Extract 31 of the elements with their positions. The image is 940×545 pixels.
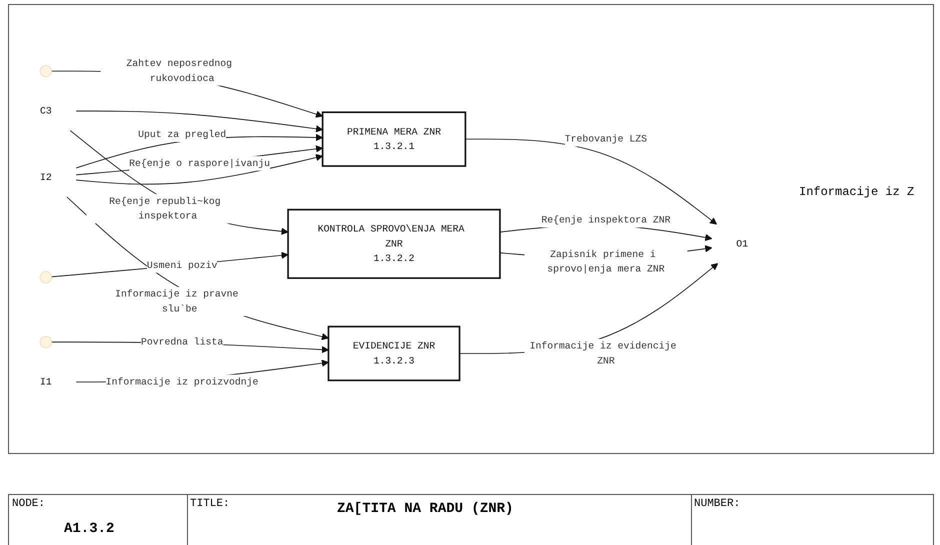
output-arrow-label: Informacije iz Z <box>799 185 914 199</box>
arrow <box>70 130 288 235</box>
node-box: EVIDENCIJE ZNR 1.3.2.3 <box>328 326 460 382</box>
node-box: PRIMENA MERA ZNR 1.3.2.1 <box>322 111 466 167</box>
diagram-title: ZA[TITA NA RADU (ZNR) <box>337 501 514 517</box>
arrow <box>66 196 329 340</box>
edge-label: Re{enje inspektora ZNR <box>541 214 670 226</box>
node-text: O1 <box>736 238 748 250</box>
field-caption: NODE: <box>12 498 46 510</box>
arrow <box>465 138 718 225</box>
node-box: KONTROLA SPROVO\ENJA MERA ZNR 1.3.2.2 <box>287 208 501 279</box>
edge-label: Informacije iz pravne slu`be <box>115 288 238 315</box>
field-caption: NUMBER: <box>694 498 740 510</box>
edge-label: Trebovanje LZS <box>564 133 647 145</box>
edge-label: Re{enje republi~kog inspektora <box>109 196 221 222</box>
edge-label: Zapisnik primene i sprovo|enja mera ZNR <box>547 248 665 275</box>
field-caption: TITLE: <box>190 498 230 510</box>
edge-label: Re{enje o raspore|ivanju <box>129 158 270 170</box>
edge-label: Zahtev neposrednog rukovodioca <box>126 58 232 84</box>
node-text: I1 <box>40 376 52 388</box>
arrow <box>51 252 288 278</box>
arrow <box>76 154 323 185</box>
node-number: A1.3.2 <box>64 521 114 537</box>
node-text: I2 <box>40 172 52 184</box>
arrow <box>76 110 323 132</box>
node-text: C3 <box>40 105 52 117</box>
edge-label: Uput za pregled <box>138 128 226 140</box>
edge-label: Informacije iz evidencije ZNR <box>530 340 676 367</box>
edge-label: Informacije iz proizvodnje <box>106 376 258 388</box>
edge-label: Usmeni poziv <box>146 260 218 272</box>
edge-label: Povredna lista <box>141 336 224 348</box>
